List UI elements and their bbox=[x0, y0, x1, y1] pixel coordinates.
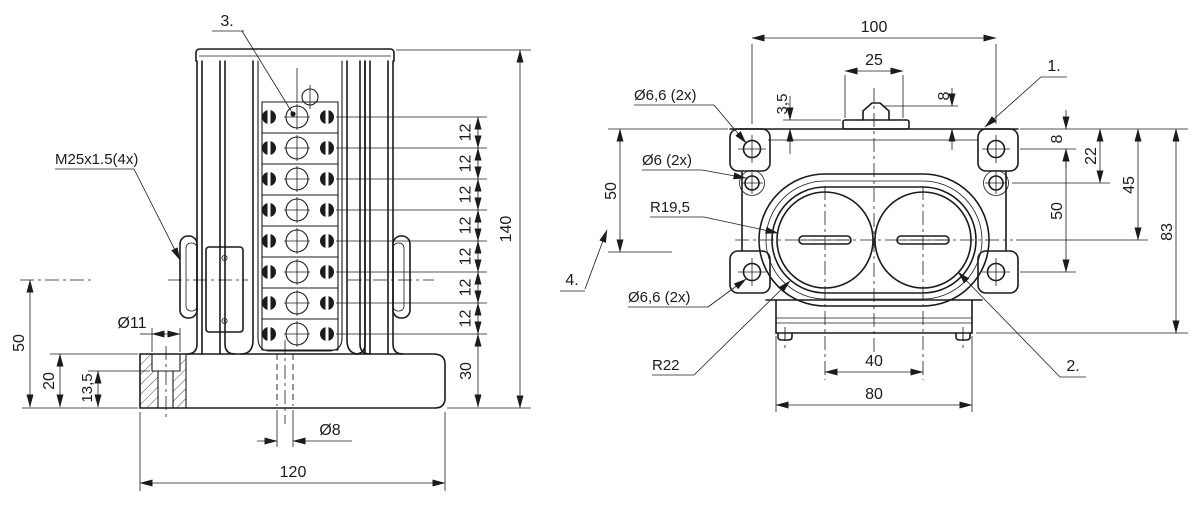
dim-25-label: 25 bbox=[865, 52, 883, 69]
callout-r19-5-label: R19,5 bbox=[650, 199, 690, 216]
dim-80-label: 80 bbox=[865, 386, 883, 403]
callout-r22-label: R22 bbox=[652, 357, 680, 374]
screw-heads bbox=[262, 109, 334, 342]
dim-8-top-label: 8 bbox=[936, 91, 953, 100]
balloon-3-label: 3. bbox=[220, 13, 233, 30]
dim-30-label: 30 bbox=[458, 362, 475, 380]
front-view: 12 12 12 12 12 12 12 30 140 120 50 bbox=[11, 13, 531, 491]
pitch-dim-label-3: 12 bbox=[458, 186, 475, 204]
callout-dia66-bottom: Ø6,6 (2x) bbox=[628, 278, 747, 308]
dim-100 bbox=[751, 34, 997, 124]
dim-140 bbox=[396, 49, 531, 409]
top-view: 100 25 3,5 8 bbox=[560, 19, 1188, 412]
balloon-3: 3. bbox=[212, 13, 296, 117]
dim-120 bbox=[139, 412, 446, 491]
callout-r19-5: R19,5 bbox=[650, 199, 779, 234]
dim-20-label: 20 bbox=[41, 372, 58, 390]
dim-45-label: 45 bbox=[1121, 176, 1138, 194]
dim-50-left bbox=[608, 128, 728, 253]
callout-dia6-label: Ø6 (2x) bbox=[642, 152, 692, 169]
callout-dia66-top-label: Ø6,6 (2x) bbox=[634, 87, 697, 104]
balloon-4: 4. bbox=[560, 229, 608, 292]
balloon-2-label: 2. bbox=[1066, 358, 1079, 375]
dim-100-label: 100 bbox=[861, 19, 888, 36]
dim-dia11 bbox=[140, 328, 181, 352]
terminal-rows bbox=[262, 104, 334, 347]
dim-dia8 bbox=[257, 410, 352, 447]
tab-top-right bbox=[977, 128, 1019, 172]
dim-8-top bbox=[936, 88, 958, 150]
balloon-4-label: 4. bbox=[565, 272, 578, 289]
dim-20 bbox=[50, 353, 138, 408]
dim-22-label: 22 bbox=[1083, 147, 1100, 165]
tab-top-left bbox=[729, 128, 771, 172]
tab-bottom-right bbox=[977, 250, 1019, 294]
cable-gland-left bbox=[179, 235, 198, 319]
dim-50-right-label: 50 bbox=[1049, 202, 1066, 220]
dim-25 bbox=[844, 67, 904, 118]
balloon-1: 1. bbox=[984, 58, 1067, 128]
dim-120-label: 120 bbox=[280, 464, 307, 481]
dim-13-5 bbox=[88, 370, 150, 408]
pitch-dim-label-5: 12 bbox=[458, 248, 475, 266]
pitch-extension-lines bbox=[336, 116, 487, 335]
cable-gland-right bbox=[392, 235, 411, 319]
dim-50-left-label: 50 bbox=[603, 182, 620, 200]
callout-r22: R22 bbox=[652, 280, 791, 376]
callout-dia66-bottom-label: Ø6,6 (2x) bbox=[628, 289, 691, 306]
pitch-dim-label-6: 12 bbox=[458, 279, 475, 297]
balloon-1-label: 1. bbox=[1047, 58, 1060, 75]
right-extension-lines bbox=[976, 128, 1188, 334]
dim-3-5-label: 3,5 bbox=[774, 94, 791, 115]
dim-140-label: 140 bbox=[498, 216, 515, 243]
pitch-dim-label-2: 12 bbox=[458, 155, 475, 173]
dim-80 bbox=[775, 336, 973, 412]
dim-dia8-label: Ø8 bbox=[319, 422, 340, 439]
dim-50-front-label: 50 bbox=[11, 334, 28, 352]
dim-dia11-label: Ø11 bbox=[117, 315, 146, 332]
terminal-strip bbox=[261, 68, 339, 351]
callout-dia6: Ø6 (2x) bbox=[642, 152, 747, 180]
pitch-dim-label-4: 12 bbox=[458, 217, 475, 235]
thread-callout: M25x1.5(4x) bbox=[55, 151, 181, 261]
dim-83-label: 83 bbox=[1159, 223, 1176, 241]
thread-callout-label: M25x1.5(4x) bbox=[55, 151, 138, 168]
callout-dia66-top: Ø6,6 (2x) bbox=[634, 87, 747, 144]
pitch-dim-label-7: 12 bbox=[458, 310, 475, 328]
top-latch bbox=[842, 102, 936, 130]
dim-13-5-label: 13,5 bbox=[79, 373, 96, 402]
tab-bottom-left bbox=[729, 250, 771, 294]
label-plate bbox=[205, 246, 244, 333]
front-top-cap bbox=[195, 48, 395, 62]
pitch-dim-label-1: 12 bbox=[458, 124, 475, 142]
balloon-2: 2. bbox=[957, 271, 1086, 378]
dim-50-left-front bbox=[22, 279, 138, 409]
dim-40-label: 40 bbox=[865, 353, 883, 370]
base-foot bbox=[139, 353, 446, 409]
dim-8-right-label: 8 bbox=[1049, 134, 1066, 143]
mounting-holes bbox=[738, 135, 1010, 286]
dim-3-5 bbox=[783, 96, 841, 154]
